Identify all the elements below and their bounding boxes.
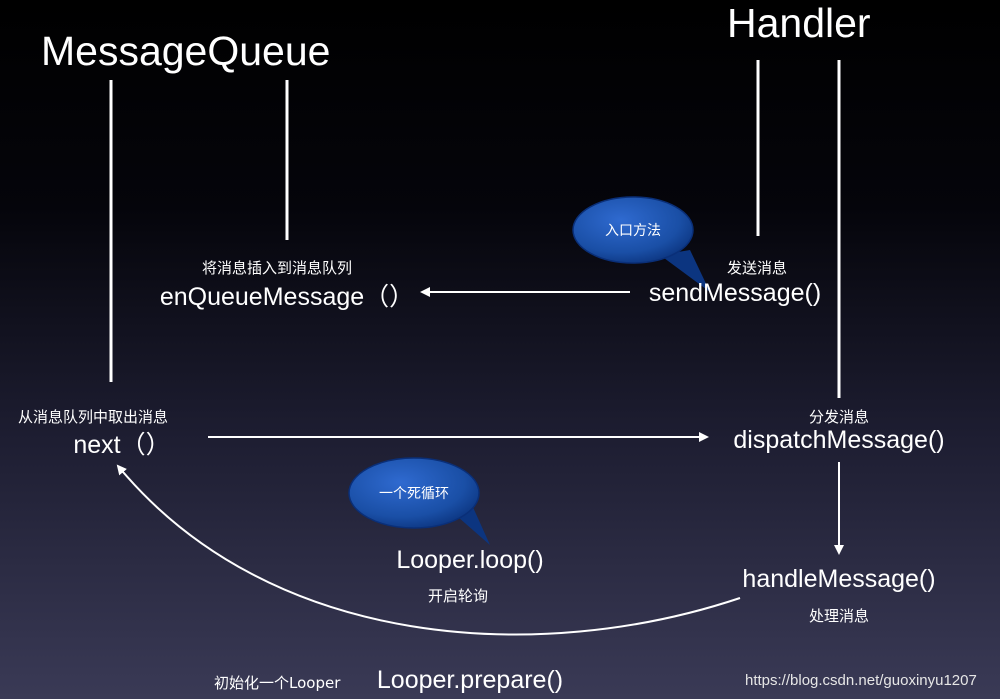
- send-caption: 发送消息: [726, 259, 788, 277]
- callout-dead-loop: 一个死循环: [348, 457, 490, 545]
- callout-dead-loop-text: 一个死循环: [379, 486, 449, 502]
- watermark-url: https://blog.csdn.net/guoxinyu1207: [745, 672, 977, 689]
- handle-method: handleMessage(): [742, 565, 936, 593]
- loop-method: Looper.loop(): [396, 546, 544, 574]
- dispatch-caption: 分发消息: [808, 408, 870, 426]
- next-caption: 从消息队列中取出消息: [18, 408, 169, 426]
- send-method: sendMessage(): [648, 279, 822, 307]
- callout-entry-text: 入口方法: [605, 223, 661, 239]
- enqueue-caption: 将消息插入到消息队列: [201, 259, 353, 277]
- next-method: next（）: [73, 431, 171, 459]
- prepare-method: Looper.prepare(): [376, 666, 564, 694]
- callout-entry: 入口方法: [572, 196, 710, 292]
- dispatch-method: dispatchMessage(): [733, 426, 945, 454]
- handle-caption: 处理消息: [808, 607, 870, 625]
- loop-caption: 开启轮询: [427, 587, 489, 605]
- enqueue-method: enQueueMessage（）: [159, 283, 415, 311]
- prepare-caption: 初始化一个Looper: [214, 674, 341, 692]
- message-queue-title: MessageQueue: [41, 28, 331, 74]
- arrow-loop-back-to-next: [116, 464, 741, 636]
- handler-title: Handler: [727, 0, 871, 46]
